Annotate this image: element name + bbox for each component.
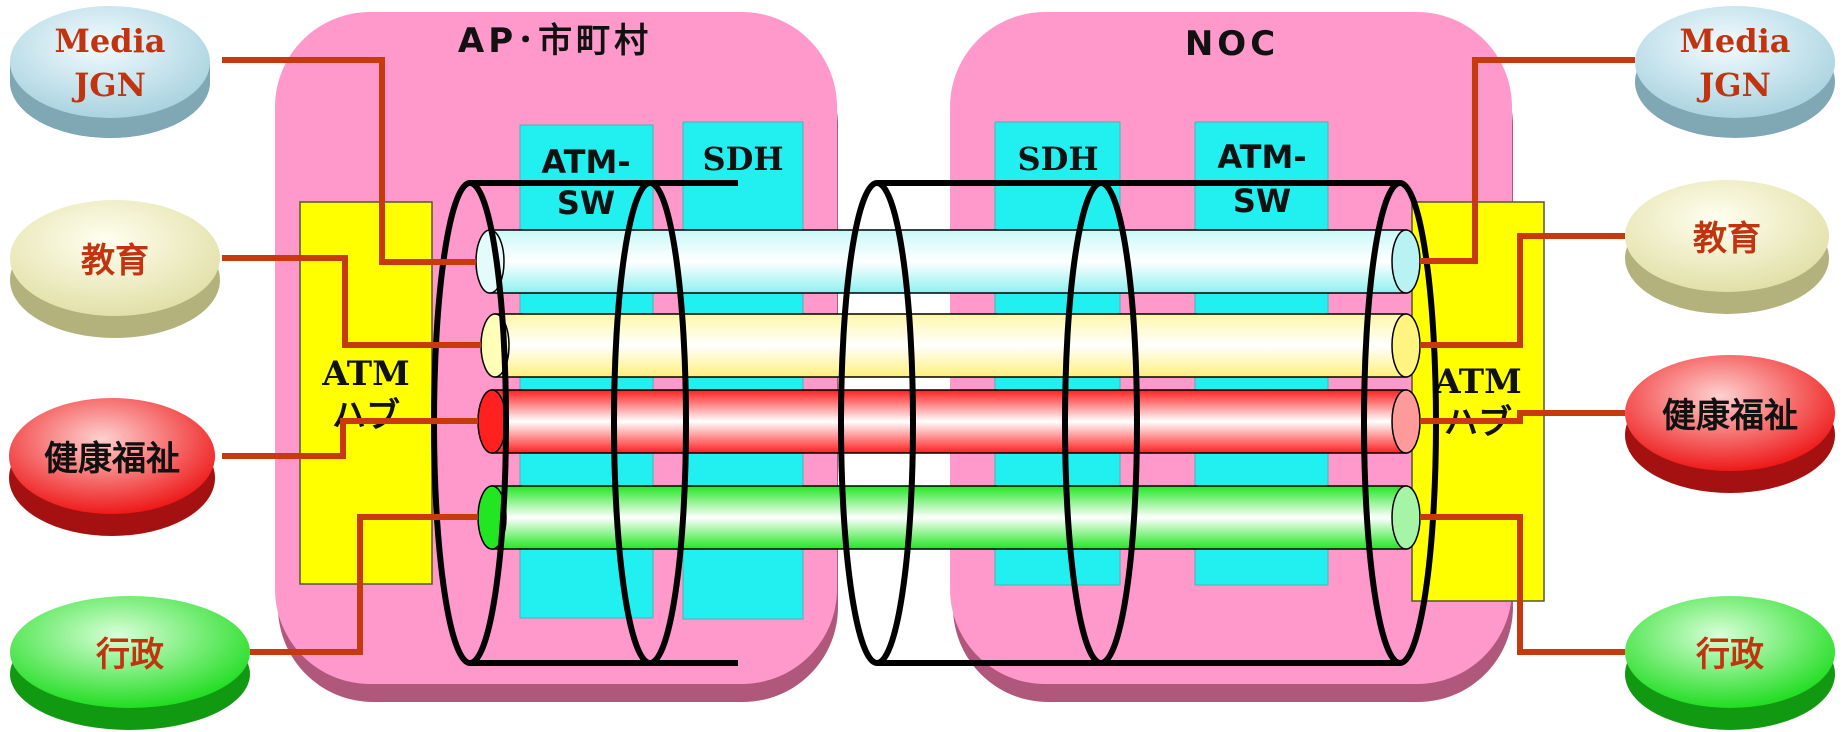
disc-right-admin-label: 行政 [1696, 635, 1764, 675]
link-left-admin [250, 514, 478, 655]
disc-left-education-label: 教育 [81, 241, 149, 281]
left-region-title: AP･市町村 [458, 21, 652, 61]
link-left-health [222, 418, 478, 459]
left-atm-hub: ATM ハブ [299, 201, 433, 585]
pipe-health [477, 389, 1421, 454]
disc-right-education: 教育 [1625, 180, 1829, 314]
right-atm-switch-label-line1: ATM- [1217, 138, 1306, 176]
trunk-segments [470, 180, 1400, 666]
disc-right-media-label-line1: Media [1679, 22, 1790, 60]
right-atm-switch-label-line2: SW [1233, 182, 1291, 220]
link-right-education [1420, 233, 1625, 348]
pipe-admin [477, 485, 1421, 550]
disc-right-health-label: 健康福祉 [1662, 396, 1798, 436]
disc-left-health: 健康福祉 [9, 398, 215, 536]
disc-left-admin-label: 行政 [96, 635, 164, 675]
link-lines [222, 57, 1635, 655]
disc-right-health: 健康福祉 [1625, 355, 1835, 493]
disc-right-media: Media JGN [1635, 6, 1835, 138]
left-atm-switch-label-line1: ATM- [541, 143, 630, 181]
left-atm-hub-label-line1: ATM [321, 354, 409, 394]
link-left-education [222, 255, 481, 348]
left-sdh-label: SDH [702, 140, 783, 178]
right-sdh-label: SDH [1017, 140, 1098, 178]
disc-right-media-label-line2: JGN [1696, 66, 1771, 104]
disc-left-media: Media JGN [10, 6, 210, 138]
disc-left-education: 教育 [10, 200, 220, 338]
link-right-media [1420, 57, 1635, 264]
disc-left-media-label-line1: Media [54, 22, 165, 60]
disc-left-media-label-line2: JGN [71, 66, 146, 104]
right-atm-hub-label-line1: ATM [1433, 362, 1521, 402]
link-left-media [222, 57, 476, 265]
disc-left-health-label: 健康福祉 [44, 439, 180, 479]
pipe-media [475, 229, 1421, 294]
link-right-admin [1420, 514, 1625, 655]
left-atm-switch-label-line2: SW [557, 184, 615, 222]
disc-left-admin: 行政 [10, 596, 250, 730]
disc-right-admin: 行政 [1625, 596, 1835, 730]
right-region-title: NOC [1185, 24, 1279, 64]
link-right-health [1420, 410, 1625, 424]
pipe-education [480, 313, 1421, 378]
disc-right-education-label: 教育 [1693, 219, 1761, 259]
